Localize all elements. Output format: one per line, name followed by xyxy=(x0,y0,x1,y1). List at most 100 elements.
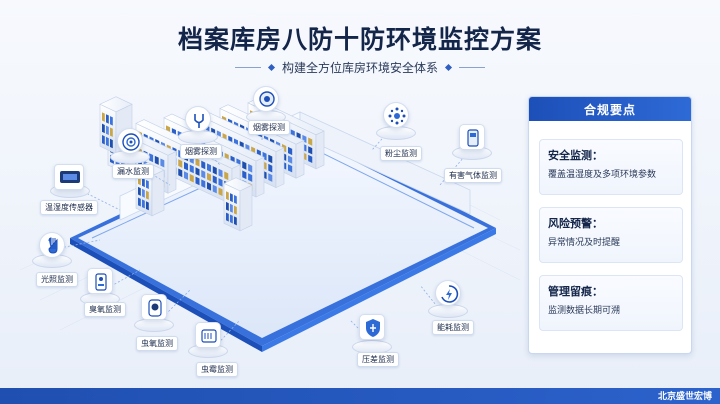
binder xyxy=(268,173,273,182)
binder xyxy=(154,155,159,165)
binder xyxy=(207,182,212,191)
binder xyxy=(160,158,165,168)
binder xyxy=(308,154,313,164)
binder xyxy=(248,163,253,173)
energy-icon xyxy=(435,280,461,306)
binder xyxy=(248,173,253,182)
binder xyxy=(226,201,229,211)
card-title: 风险预警： xyxy=(548,217,603,230)
binder xyxy=(288,146,293,156)
card-text: 监测数据长期可溯 xyxy=(548,306,621,316)
binder xyxy=(201,160,206,170)
binder xyxy=(142,188,145,198)
page-subtitle: 构建全方位库房环境安全体系 xyxy=(282,60,439,75)
binder xyxy=(189,164,194,174)
binder xyxy=(142,178,145,188)
binder xyxy=(308,137,313,146)
sensor-label: 能耗监测 xyxy=(432,320,474,335)
binder xyxy=(102,123,105,134)
sensor-label: 有害气体监测 xyxy=(444,168,502,183)
binder xyxy=(178,159,183,168)
sensor-label: 烟雾探测 xyxy=(180,144,222,159)
binder xyxy=(218,168,223,178)
binder xyxy=(178,168,183,178)
binder xyxy=(207,172,212,182)
camera-icon xyxy=(253,86,279,112)
page-title: 档案库房八防十防环境监控方案 xyxy=(177,25,542,54)
sensor-label: 光照监测 xyxy=(36,272,78,287)
binder xyxy=(102,135,105,145)
binder xyxy=(230,214,233,224)
binder xyxy=(234,205,237,215)
dust-icon xyxy=(383,102,409,128)
binder xyxy=(288,155,293,164)
card-text: 异常情况及时提醒 xyxy=(548,238,621,248)
binder xyxy=(212,175,217,185)
binder xyxy=(184,161,189,171)
insect-sensor-icon xyxy=(141,294,167,320)
binder xyxy=(184,171,189,180)
sensor-label: 虫氧监测 xyxy=(136,336,178,351)
card-title: 管理留痕： xyxy=(548,285,603,298)
binder xyxy=(146,201,149,211)
sensor-label: 臭氧监测 xyxy=(84,302,126,317)
binder xyxy=(234,195,237,205)
compliance-card: 安全监测： 覆盖温湿度及多项环境参数 xyxy=(539,139,683,195)
binder xyxy=(230,203,233,213)
binder xyxy=(110,138,113,149)
binder xyxy=(149,153,154,163)
binder xyxy=(234,216,237,226)
binder xyxy=(110,116,113,126)
binder xyxy=(268,154,273,164)
binder xyxy=(242,161,247,170)
binder xyxy=(195,176,200,186)
compliance-card: 风险预警： 异常情况及时提醒 xyxy=(539,207,683,263)
card-text: 覆盖温湿度及多项环境参数 xyxy=(548,170,657,180)
shelf-side xyxy=(315,130,325,170)
divider xyxy=(459,66,486,68)
shelf-side xyxy=(255,156,265,198)
shelf-top xyxy=(223,177,253,192)
binder xyxy=(226,191,229,201)
binder xyxy=(138,197,141,207)
binder xyxy=(218,187,223,197)
shelf-side xyxy=(275,147,285,189)
binder xyxy=(288,164,293,173)
sensor-label: 粉尘监测 xyxy=(380,146,422,161)
binder xyxy=(226,212,229,222)
shelf-side xyxy=(295,139,305,179)
compliance-card: 管理留痕： 监测数据长期可溯 xyxy=(539,275,683,331)
thermo-screen-icon xyxy=(54,164,84,190)
binder xyxy=(106,114,109,124)
binder xyxy=(189,173,194,183)
binder xyxy=(230,193,233,203)
sensor-label: 漏水监测 xyxy=(112,164,154,179)
divider xyxy=(235,66,261,68)
binder xyxy=(110,127,113,137)
binder xyxy=(308,146,313,155)
gas-detector-icon xyxy=(459,124,485,150)
binder xyxy=(195,157,200,167)
binder xyxy=(102,112,105,122)
shelf-side xyxy=(167,151,177,194)
binder xyxy=(242,170,247,180)
sensor-label: 温湿度传感器 xyxy=(40,200,98,215)
binder xyxy=(201,170,206,179)
binder xyxy=(138,186,141,196)
shelf-top xyxy=(99,96,133,113)
sensor-label: 烟雾探测 xyxy=(248,120,290,135)
binder xyxy=(212,166,217,175)
shield-icon xyxy=(359,314,385,340)
brand-name: 北京盛世宏博 xyxy=(657,392,712,402)
binder xyxy=(207,163,212,172)
panel-title: 合规要点 xyxy=(529,97,691,121)
subtitle-row: 构建全方位库房环境安全体系 xyxy=(235,58,486,76)
ozone-icon xyxy=(87,268,113,294)
binder xyxy=(146,179,149,189)
target-icon xyxy=(117,128,143,154)
card-title: 安全监测： xyxy=(548,149,603,162)
binder xyxy=(106,125,109,136)
light-icon xyxy=(39,232,65,258)
compliance-panel: 合规要点 安全监测： 覆盖温湿度及多项环境参数 风险预警： 异常情况及时提醒 管… xyxy=(528,96,692,354)
binder xyxy=(195,167,200,176)
